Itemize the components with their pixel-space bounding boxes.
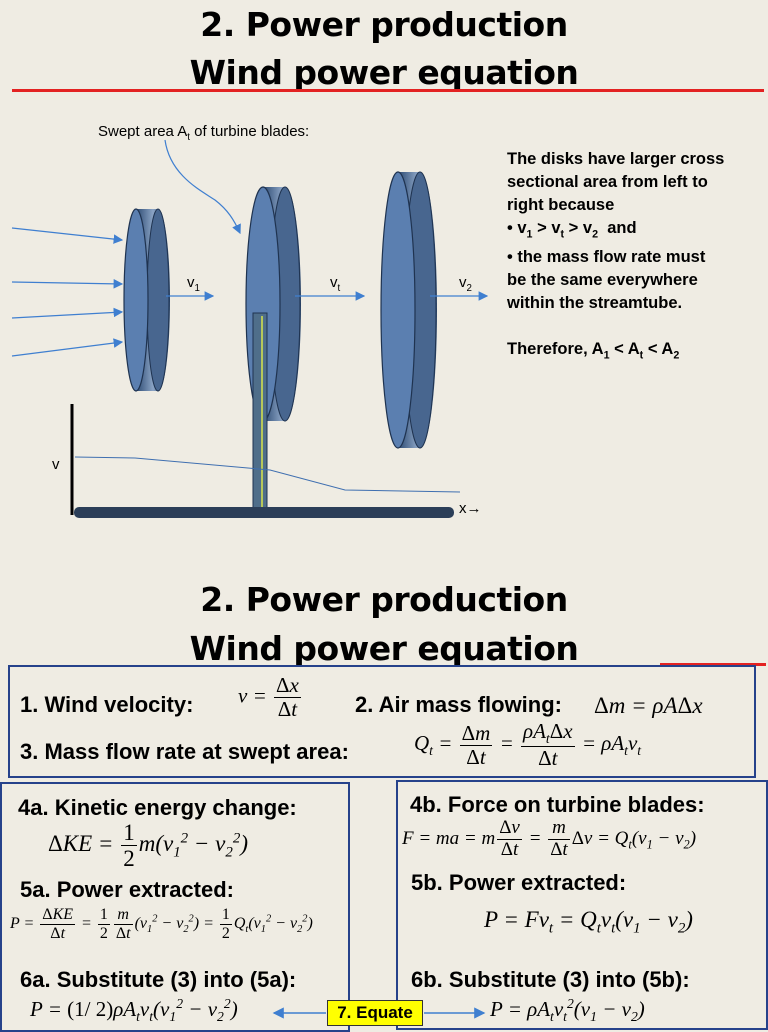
b1s3: 2: [592, 228, 599, 241]
heading-power-5b: 5b. Power extracted:: [411, 870, 627, 895]
thc: < A: [643, 340, 674, 359]
heading-air-mass: 2. Air mass flowing:: [355, 692, 563, 717]
disk-large: [380, 171, 437, 449]
velocity-profile: [74, 456, 461, 493]
eq-power-5b: P = Fvt = Qtvt(v1 − v2): [484, 907, 693, 937]
swept-area-caption-rest: of turbine blades:: [189, 123, 310, 140]
disk-small: [123, 208, 170, 392]
slide1-title-line2: Wind power equation: [189, 53, 579, 92]
vt-label-text: v: [330, 274, 338, 291]
turbine-tower: [252, 312, 268, 514]
caption-pointer: [164, 139, 241, 235]
side-line2: sectional area from left to: [507, 173, 708, 191]
ths1: 1: [603, 349, 610, 362]
side-explanation: The disks have larger cross sectional ar…: [507, 148, 765, 368]
side-line3: right because: [507, 196, 615, 214]
b1d: and: [598, 219, 637, 237]
b1s2: t: [560, 228, 565, 241]
heading-substitute-5b: 6b. Substitute (3) into (5b):: [411, 967, 690, 992]
v2-label: v2: [459, 274, 472, 294]
b1a: • v: [507, 219, 527, 237]
ths2: t: [639, 349, 644, 362]
slide2-title-line2: Wind power equation: [189, 629, 579, 668]
heading-substitute-5a: 6a. Substitute (3) into (5a):: [20, 967, 297, 992]
slide2-title-line1: 2. Power production: [200, 580, 568, 619]
v2-label-text: v: [459, 274, 467, 291]
eq-substitute-5b: P = ρAtvt2(v1 − v2): [490, 996, 645, 1025]
v1-label-text: v: [187, 274, 195, 291]
side-line1: The disks have larger cross: [507, 150, 725, 168]
slide1-title-line1: 2. Power production: [200, 5, 568, 44]
eq-air-mass: Δm = ρAΔx: [594, 693, 703, 718]
wind-arrow: [11, 279, 124, 289]
b1s1: 1: [526, 228, 533, 241]
vt-label: vt: [330, 274, 340, 294]
side-therefore: Therefore, A1 < At < A2: [507, 338, 765, 367]
tha: Therefore, A: [507, 340, 604, 359]
side-line5: • the mass flow rate must: [507, 248, 706, 267]
eq-substitute-5a: P = (1/ 2)ρAtvt(v12 − v22): [30, 996, 238, 1025]
swept-area-caption: Swept area At of turbine blades:: [98, 123, 309, 143]
equate-arrows: [272, 1007, 486, 1019]
vt-label-sub: t: [337, 283, 341, 294]
x-axis: [74, 507, 454, 518]
box-top: [8, 665, 756, 778]
wind-arrow: [11, 227, 124, 244]
v2-label-sub: 2: [466, 283, 472, 294]
heading-mass-flow: 3. Mass flow rate at swept area:: [20, 739, 349, 764]
swept-area-caption-text: Swept area A: [98, 123, 188, 140]
slide1-title-rule: [12, 89, 764, 92]
b1c: > v: [564, 219, 593, 237]
equate-label: 7. Equate: [327, 1000, 423, 1026]
swept-area-caption-sub: t: [187, 132, 190, 143]
b1b: > v: [532, 219, 561, 237]
v1-label: v1: [187, 274, 200, 294]
heading-ke-change: 4a. Kinetic energy change:: [18, 795, 297, 820]
heading-power-5a: 5a. Power extracted:: [20, 877, 234, 902]
axis-x-label: x→: [459, 500, 482, 517]
axis-v-label: v: [52, 456, 60, 473]
ths3: 2: [673, 349, 680, 362]
slide2-title-rule: [660, 663, 766, 666]
heading-force: 4b. Force on turbine blades:: [410, 792, 705, 817]
heading-wind-velocity: 1. Wind velocity:: [20, 692, 194, 717]
side-bullet1: • v1 > vt > v2 and: [507, 217, 765, 246]
turbine-diagram: [11, 139, 489, 518]
thb: < A: [609, 340, 640, 359]
wind-arrow: [11, 307, 124, 319]
side-line6: be the same everywhere: [507, 271, 698, 290]
side-line7: within the streamtube.: [507, 294, 683, 313]
wind-arrow: [11, 338, 124, 357]
v1-label-sub: 1: [194, 283, 200, 294]
